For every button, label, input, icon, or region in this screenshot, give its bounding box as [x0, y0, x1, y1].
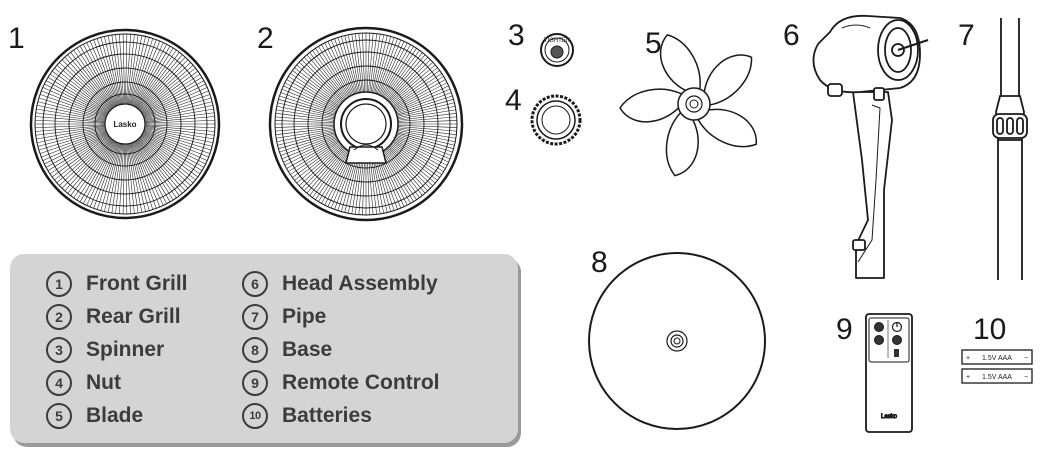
battery-label-1: 1.5V AAA: [982, 355, 1012, 362]
legend-number: 5: [46, 403, 72, 429]
part-number-8: 8: [591, 246, 608, 279]
part-number-3: 3: [508, 19, 525, 52]
part-number-10: 10: [973, 313, 1006, 346]
base-drawing: [588, 252, 766, 430]
legend-number: 9: [242, 370, 268, 396]
svg-text:+: +: [966, 355, 970, 362]
legend-item-spinner: 3 Spinner: [46, 337, 164, 363]
parts-legend: 1 Front Grill 2 Rear Grill 3 Spinner 4 N…: [10, 254, 518, 443]
legend-item-nut: 4 Nut: [46, 370, 121, 396]
legend-item-base: 8 Base: [242, 337, 332, 363]
legend-item-remote-control: 9 Remote Control: [242, 370, 440, 396]
legend-label: Nut: [86, 371, 121, 394]
legend-label: Remote Control: [282, 371, 440, 394]
svg-text:+: +: [966, 374, 970, 381]
nut-drawing: [530, 94, 582, 146]
legend-item-batteries: 10 Batteries: [242, 403, 372, 429]
legend-label: Spinner: [86, 338, 165, 361]
spinner-drawing: TIGHTEN: [540, 33, 574, 67]
legend-item-rear-grill: 2 Rear Grill: [46, 304, 181, 330]
legend-number: 6: [242, 271, 268, 297]
battery-label-2: 1.5V AAA: [982, 374, 1012, 381]
front-grill-drawing: Lasko: [29, 28, 221, 220]
part-number-5: 5: [645, 27, 662, 60]
legend-item-blade: 5 Blade: [46, 403, 143, 429]
rear-grill-drawing: [268, 26, 464, 222]
legend-number: 7: [242, 304, 268, 330]
legend-label: Blade: [86, 404, 144, 427]
part-number-2: 2: [257, 22, 274, 55]
legend-label: Head Assembly: [282, 272, 438, 295]
legend-number: 1: [46, 271, 72, 297]
legend-item-head-assembly: 6 Head Assembly: [242, 271, 438, 297]
head-assembly-drawing: [812, 14, 929, 279]
part-number-1: 1: [8, 22, 25, 55]
legend-item-front-grill: 1 Front Grill: [46, 271, 188, 297]
spinner-text: TIGHTEN: [544, 38, 570, 44]
batteries-drawing: + − + − 1.5V AAA 1.5V AAA: [961, 349, 1033, 384]
legend-number: 4: [46, 370, 72, 396]
svg-text:−: −: [1024, 355, 1028, 362]
legend-label: Rear Grill: [86, 305, 181, 328]
legend-number: 10: [242, 403, 268, 429]
svg-text:−: −: [1024, 374, 1028, 381]
legend-label: Front Grill: [86, 272, 188, 295]
part-number-9: 9: [836, 313, 853, 346]
part-number-7: 7: [958, 19, 975, 52]
pipe-drawing: [992, 18, 1028, 280]
part-number-4: 4: [505, 84, 522, 117]
blade-drawing: [619, 34, 757, 177]
brand-logo: Lasko: [113, 120, 136, 129]
legend-number: 3: [46, 337, 72, 363]
legend-label: Pipe: [282, 305, 327, 328]
legend-item-pipe: 7 Pipe: [242, 304, 326, 330]
legend-label: Batteries: [282, 404, 372, 427]
legend-number: 2: [46, 304, 72, 330]
legend-label: Base: [282, 338, 333, 361]
remote-control-drawing: Lasko: [865, 313, 913, 433]
legend-number: 8: [242, 337, 268, 363]
part-number-6: 6: [783, 19, 800, 52]
remote-brand-logo: Lasko: [881, 414, 898, 420]
